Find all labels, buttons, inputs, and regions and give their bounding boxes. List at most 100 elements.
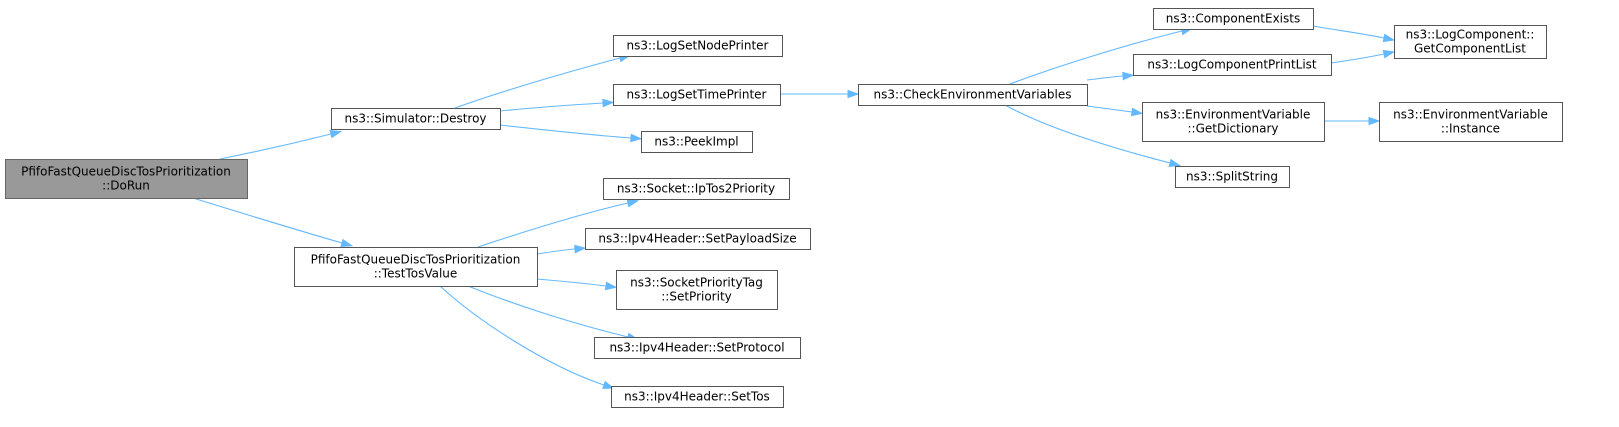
node-box[interactable] xyxy=(294,247,538,287)
node-label: ns3::EnvironmentVariable xyxy=(1156,108,1311,122)
node-simDestroy[interactable]: ns3::Simulator::Destroy xyxy=(331,108,501,130)
edge-line xyxy=(1086,105,1133,113)
node-label: ns3::LogSetTimePrinter xyxy=(626,88,766,102)
node-doRun[interactable]: PfifoFastQueueDiscTosPrioritization::DoR… xyxy=(5,159,248,199)
edge-arrowhead xyxy=(604,281,618,291)
edge-arrowhead xyxy=(626,198,640,208)
node-label: ns3::Ipv4Header::SetProtocol xyxy=(609,341,784,355)
node-box[interactable] xyxy=(613,35,783,57)
node-label: ::SetPriority xyxy=(661,290,732,304)
edge-checkEnv-to-logCompPrint xyxy=(1086,71,1135,81)
edge-arrowhead xyxy=(1382,33,1396,43)
edge-line xyxy=(467,285,629,338)
node-setProtocol[interactable]: ns3::Ipv4Header::SetProtocol xyxy=(594,337,801,359)
node-label: PfifoFastQueueDiscTosPrioritization xyxy=(311,253,521,267)
node-peekImpl[interactable]: ns3::PeekImpl xyxy=(641,131,753,153)
node-label: ns3::SplitString xyxy=(1186,170,1278,184)
node-label: ns3::LogSetNodePrinter xyxy=(627,39,769,53)
node-label: ns3::Socket::IpTos2Priority xyxy=(617,182,775,196)
edge-arrowhead xyxy=(602,98,615,108)
node-label: ns3::Ipv4Header::SetPayloadSize xyxy=(598,232,796,246)
edge-line xyxy=(219,133,332,160)
node-box[interactable] xyxy=(1142,102,1325,142)
edge-checkEnv-to-envGetDict xyxy=(1086,105,1144,117)
node-envGetDict[interactable]: ns3::EnvironmentVariable::GetDictionary xyxy=(1142,102,1325,142)
node-setTos[interactable]: ns3::Ipv4Header::SetTos xyxy=(611,386,784,408)
edge-doRun-to-testTos xyxy=(192,197,354,248)
node-logCompPrint[interactable]: ns3::LogComponentPrintList xyxy=(1133,54,1332,76)
node-label: ns3::ComponentExists xyxy=(1166,12,1300,26)
edge-line xyxy=(499,102,604,112)
node-box[interactable] xyxy=(616,270,778,310)
edge-line xyxy=(499,124,632,139)
node-box[interactable] xyxy=(641,131,753,153)
node-logSetNode[interactable]: ns3::LogSetNodePrinter xyxy=(613,35,783,57)
edge-line xyxy=(536,278,607,287)
edge-arrowhead xyxy=(329,129,343,139)
node-label: ns3::PeekImpl xyxy=(654,135,738,149)
edge-arrowhead xyxy=(574,244,587,254)
node-label: ns3::EnvironmentVariable xyxy=(1393,108,1548,122)
edges-layer xyxy=(192,25,1396,389)
edge-line xyxy=(1009,30,1183,85)
node-box[interactable] xyxy=(585,228,811,250)
edge-testTos-to-setPriority xyxy=(536,278,618,291)
edge-logSetTime-to-checkEnv xyxy=(780,89,860,99)
edge-checkEnv-to-splitString xyxy=(1004,104,1182,168)
node-setPayload[interactable]: ns3::Ipv4Header::SetPayloadSize xyxy=(585,228,811,250)
node-label: ns3::Ipv4Header::SetTos xyxy=(624,390,770,404)
node-label: ::GetDictionary xyxy=(1187,122,1278,136)
edge-line xyxy=(1086,75,1124,81)
node-box[interactable] xyxy=(603,178,790,200)
node-getCompList[interactable]: ns3::LogComponent::GetComponentList xyxy=(1394,25,1547,59)
node-label: ns3::LogComponentPrintList xyxy=(1147,58,1317,72)
edge-testTos-to-setProtocol xyxy=(467,285,640,342)
edge-doRun-to-simDestroy xyxy=(219,129,343,160)
node-checkEnv[interactable]: ns3::CheckEnvironmentVariables xyxy=(858,84,1088,106)
edge-arrowhead xyxy=(1168,158,1182,168)
edge-arrowhead xyxy=(1122,71,1135,81)
node-label: GetComponentList xyxy=(1414,42,1526,56)
node-box[interactable] xyxy=(1379,102,1563,142)
edge-arrowhead xyxy=(602,380,615,389)
node-compExists[interactable]: ns3::ComponentExists xyxy=(1153,8,1314,30)
edge-testTos-to-setTos xyxy=(439,285,615,389)
edge-line xyxy=(454,57,621,109)
node-box[interactable] xyxy=(331,108,501,130)
node-box[interactable] xyxy=(858,84,1088,106)
edge-logCompPrint-to-getCompList xyxy=(1330,49,1396,64)
node-box[interactable] xyxy=(1175,166,1290,188)
node-envInstance[interactable]: ns3::EnvironmentVariable::Instance xyxy=(1379,102,1563,142)
node-box[interactable] xyxy=(594,337,801,359)
edge-line xyxy=(1330,53,1385,64)
node-box[interactable] xyxy=(611,386,784,408)
edge-arrowhead xyxy=(630,133,643,143)
node-ipTos2Prio[interactable]: ns3::Socket::IpTos2Priority xyxy=(603,178,790,200)
nodes-layer: PfifoFastQueueDiscTosPrioritization::DoR… xyxy=(5,8,1563,408)
edge-compExists-to-getCompList xyxy=(1312,25,1396,43)
node-splitString[interactable]: ns3::SplitString xyxy=(1175,166,1290,188)
node-box[interactable] xyxy=(1394,25,1547,59)
edge-line xyxy=(536,248,576,255)
edge-arrowhead xyxy=(1368,116,1381,126)
edge-arrowhead xyxy=(340,238,354,248)
node-testTos[interactable]: PfifoFastQueueDiscTosPrioritization::Tes… xyxy=(294,247,538,287)
node-box[interactable] xyxy=(1153,8,1314,30)
node-label: ns3::SocketPriorityTag xyxy=(630,276,763,290)
node-box[interactable] xyxy=(5,159,248,199)
node-box[interactable] xyxy=(1133,54,1332,76)
edge-arrowhead xyxy=(847,89,860,99)
node-box[interactable] xyxy=(613,84,781,106)
node-setPriority[interactable]: ns3::SocketPriorityTag::SetPriority xyxy=(616,270,778,310)
edge-arrowhead xyxy=(1130,107,1144,117)
edge-line xyxy=(1004,104,1171,164)
node-logSetTime[interactable]: ns3::LogSetTimePrinter xyxy=(613,84,781,106)
node-label: ::DoRun xyxy=(102,179,150,193)
edge-line xyxy=(1312,25,1385,39)
edge-simDestroy-to-peekImpl xyxy=(499,124,643,143)
edge-line xyxy=(192,197,343,244)
edge-line xyxy=(477,202,629,248)
edge-simDestroy-to-logSetTime xyxy=(499,98,615,112)
edge-testTos-to-ipTos2Prio xyxy=(477,198,640,248)
